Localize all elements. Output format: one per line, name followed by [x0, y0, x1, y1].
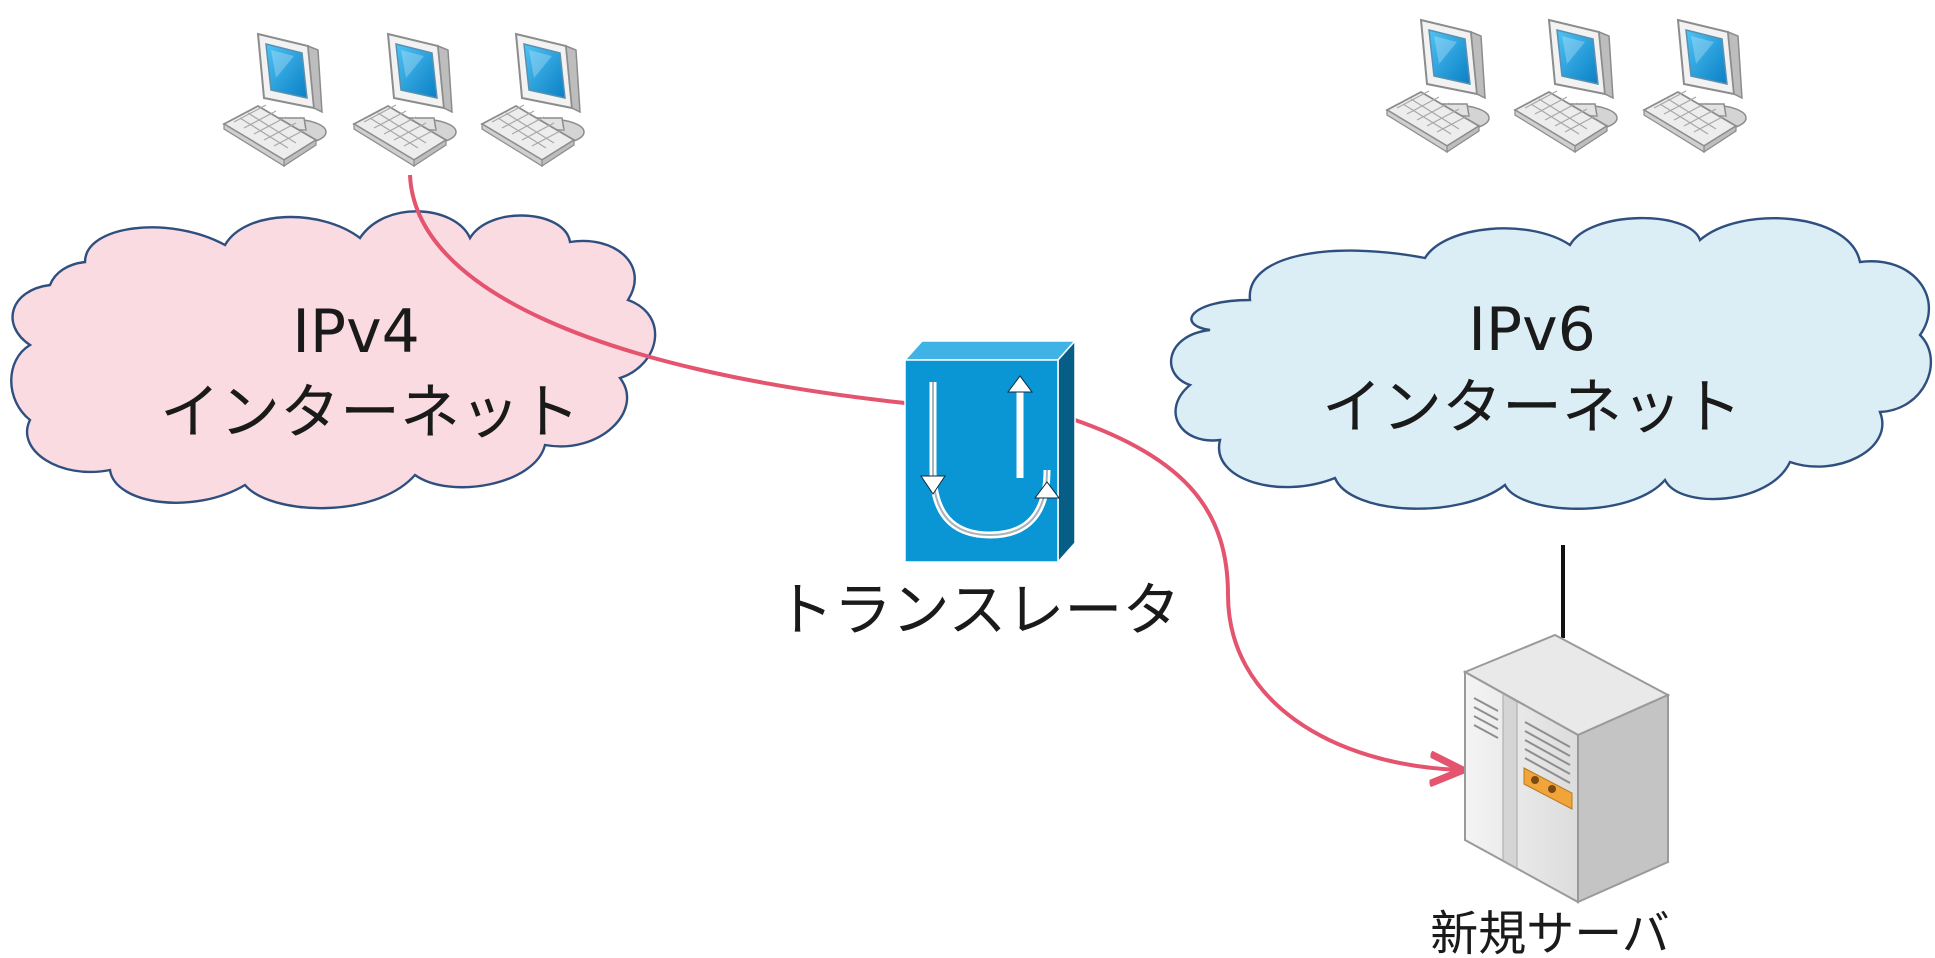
- computer-icon: [481, 33, 585, 167]
- ipv4-cloud-shape: [10, 210, 657, 510]
- translator: トランスレータ: [776, 339, 1181, 644]
- ipv4-clients: [223, 33, 585, 167]
- computer-icon: [1643, 19, 1747, 153]
- server-icon: [1462, 633, 1671, 904]
- connection-path-ipv6-side: [1074, 418, 1460, 770]
- translator-icon: [903, 339, 1077, 564]
- computer-icon: [1386, 19, 1490, 153]
- connection-path-ipv4-side: [408, 174, 906, 405]
- ipv4-cloud-subtitle: インターネット: [160, 378, 580, 448]
- translator-label: トランスレータ: [776, 576, 1181, 644]
- computer-icon: [1514, 19, 1618, 153]
- ipv6-cloud-title: IPv6: [1468, 295, 1596, 365]
- ipv6-clients: [1386, 19, 1747, 153]
- ipv6-cloud-subtitle: インターネット: [1322, 373, 1742, 443]
- ipv6-cloud-shape: [1170, 216, 1932, 510]
- ipv4-cloud: IPv4 インターネット: [10, 210, 657, 510]
- new-server: 新規サーバ: [1430, 633, 1671, 958]
- computer-icon: [223, 33, 327, 167]
- computer-icon: [353, 33, 457, 167]
- ipv4-cloud-title: IPv4: [292, 297, 420, 367]
- ipv6-cloud: IPv6 インターネット: [1170, 216, 1932, 510]
- server-label: 新規サーバ: [1430, 906, 1670, 958]
